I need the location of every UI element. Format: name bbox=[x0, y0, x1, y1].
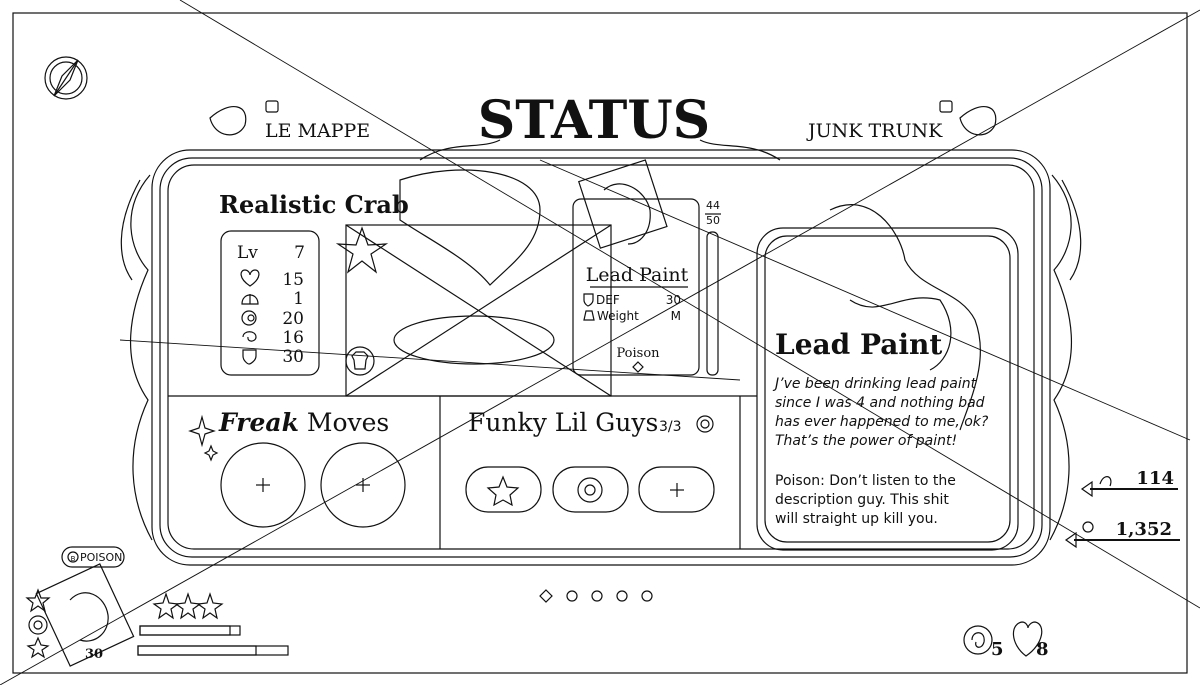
stat-values: 15 1 20 16 30 bbox=[282, 270, 304, 367]
def-label: DEF bbox=[596, 293, 620, 307]
guy-slot-empty[interactable] bbox=[638, 466, 715, 513]
compass-icon bbox=[44, 56, 88, 100]
moves-title-italic: Freak bbox=[218, 408, 299, 437]
flavor-line: since I was 4 and nothing bad bbox=[775, 395, 985, 411]
combo-stars bbox=[152, 592, 224, 620]
page-dot[interactable] bbox=[591, 590, 603, 602]
page-dot[interactable] bbox=[616, 590, 628, 602]
effect-line: description guy. This shit bbox=[775, 492, 949, 508]
tab-le-mappe-label: LE MAPPE bbox=[265, 120, 370, 142]
def-value: 30 bbox=[666, 293, 681, 307]
character-name: Realistic Crab bbox=[219, 190, 409, 219]
status-effect-icon-letter: B bbox=[71, 555, 76, 563]
level-value: 7 bbox=[294, 243, 305, 263]
description-panel bbox=[756, 204, 1019, 551]
flavor-line: has ever happened to me, ok? bbox=[775, 414, 989, 430]
currency-row-1 bbox=[1080, 476, 1178, 498]
pagination bbox=[539, 589, 653, 603]
page-title: STATUS bbox=[478, 90, 711, 151]
section-dividers bbox=[168, 395, 757, 549]
moves-title-rest: Moves bbox=[299, 408, 389, 437]
left-bumper-badge bbox=[265, 100, 279, 113]
move-slot[interactable] bbox=[320, 442, 406, 528]
flavor-line: That’s the power of paint! bbox=[775, 433, 957, 449]
flavor-line: J’ve been drinking lead paint bbox=[772, 376, 977, 392]
guys-title: Funky Lil Guys bbox=[468, 408, 658, 437]
star-outline-icon bbox=[25, 588, 51, 613]
status-effect-label: POISON bbox=[80, 551, 122, 564]
page-dot[interactable] bbox=[566, 590, 578, 602]
tab-le-mappe[interactable]: LE MAPPE bbox=[258, 112, 370, 142]
currency-value-2: 1,352 bbox=[1116, 519, 1172, 540]
stats-box bbox=[220, 230, 320, 376]
durability-max: 50 bbox=[706, 214, 720, 227]
description-title: Lead Paint bbox=[775, 328, 942, 361]
def-icon bbox=[583, 293, 594, 307]
guys-count: 3/3 bbox=[659, 419, 682, 435]
description-flavor: J’ve been drinking lead paint since I wa… bbox=[772, 376, 989, 449]
description-effect: Poison: Don’t listen to the description … bbox=[775, 473, 956, 527]
health-bar bbox=[139, 625, 241, 636]
moves-title: Freak Moves bbox=[218, 408, 389, 437]
equipment-name: Lead Paint bbox=[586, 264, 689, 286]
shield-icon bbox=[242, 349, 257, 365]
currency-value-1: 114 bbox=[1136, 468, 1174, 489]
stamina-bar bbox=[137, 645, 289, 656]
snake-count: 5 bbox=[991, 639, 1004, 660]
heart-icon bbox=[240, 269, 260, 287]
tab-junk-trunk-label: JUNK TRUNK bbox=[806, 120, 943, 142]
stat-value: 16 bbox=[282, 328, 304, 348]
diamond-icon bbox=[632, 361, 644, 373]
stat-value: 1 bbox=[293, 289, 304, 309]
star-icon bbox=[335, 226, 389, 274]
durability-bar bbox=[706, 231, 719, 376]
currency-row-2 bbox=[1064, 521, 1180, 549]
effect-label: Poison bbox=[616, 346, 660, 361]
target-icon bbox=[28, 615, 48, 635]
snake-icon bbox=[963, 625, 993, 655]
gear-icon bbox=[696, 415, 714, 433]
move-slot[interactable] bbox=[220, 442, 306, 528]
main-panel-frame bbox=[120, 106, 1082, 566]
tab-junk-trunk[interactable]: JUNK TRUNK bbox=[802, 112, 943, 142]
burst-icon bbox=[26, 636, 50, 659]
stat-value: 20 bbox=[282, 309, 304, 329]
player-level: 30 bbox=[85, 647, 103, 662]
equipment-card[interactable] bbox=[572, 198, 700, 376]
screen-border bbox=[12, 12, 1188, 674]
weight-label: Weight bbox=[597, 309, 639, 323]
weight-value: M bbox=[671, 309, 681, 323]
heart-count: 8 bbox=[1036, 639, 1049, 660]
page-dot[interactable] bbox=[641, 590, 653, 602]
effect-line: will straight up kill you. bbox=[775, 511, 938, 527]
guy-slot[interactable] bbox=[552, 466, 629, 513]
guy-slot[interactable] bbox=[465, 466, 542, 513]
weight-icon bbox=[583, 310, 595, 321]
durability-current: 44 bbox=[706, 199, 720, 212]
sparkle-icon bbox=[188, 414, 219, 462]
stat-value: 30 bbox=[282, 347, 304, 367]
level-label: Lv bbox=[237, 243, 258, 263]
effect-line: Poison: Don’t listen to the bbox=[775, 473, 956, 489]
page-dot-active[interactable] bbox=[539, 589, 553, 603]
heart-badge-icon bbox=[1012, 621, 1043, 657]
player-portrait bbox=[35, 563, 135, 667]
shirt-icon bbox=[345, 346, 375, 376]
right-bumper-badge bbox=[939, 100, 953, 113]
shell-icon bbox=[241, 294, 259, 305]
swirl-icon bbox=[242, 331, 257, 342]
stat-value: 15 bbox=[282, 270, 304, 290]
item-sketch bbox=[577, 159, 668, 249]
spiral-icon bbox=[241, 310, 257, 326]
